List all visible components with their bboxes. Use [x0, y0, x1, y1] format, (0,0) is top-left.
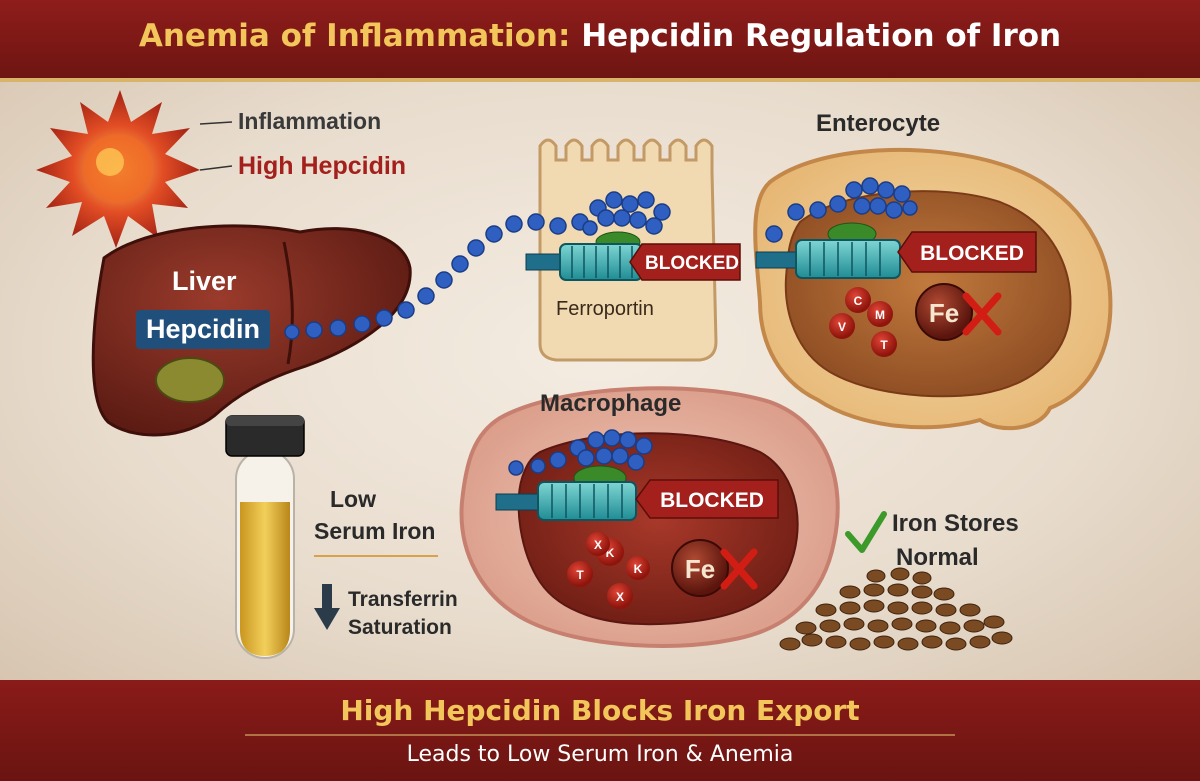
- macrophage-label: Macrophage: [540, 390, 682, 417]
- svg-text:T: T: [576, 568, 584, 582]
- ferroportin-channel-3: [495, 465, 637, 521]
- fe-label-enterocyte: Fe: [929, 298, 959, 328]
- ferroportin-channel-2: [755, 222, 901, 279]
- blocked-label-3: BLOCKED: [660, 489, 764, 512]
- svg-text:T: T: [880, 338, 888, 352]
- blocked-tag-2: BLOCKED: [897, 231, 1037, 273]
- blocked-label-2: BLOCKED: [920, 242, 1024, 265]
- inflammation-label: Inflammation: [238, 108, 382, 134]
- x-mark-icon: [720, 548, 758, 590]
- diagram-stage: BLOCKED BLOCKED BLOCKED C M V T Fe K X T…: [0, 82, 1200, 680]
- footer-headline: High Hepcidin Blocks Iron Export: [340, 694, 860, 727]
- iron-stores-pile-icon: [779, 567, 1013, 651]
- transferrin-label: Transferrin: [348, 588, 458, 611]
- high-hepcidin-pointer: [199, 165, 233, 171]
- macrophage-vesicles: K X T X K: [567, 532, 650, 609]
- footer-divider: [245, 734, 955, 736]
- title-highlight: Anemia of Inflammation:: [138, 18, 571, 54]
- ferroportin-channel-1: [525, 231, 643, 281]
- inflammation-pointer: [199, 121, 233, 125]
- blocked-label-1: BLOCKED: [645, 253, 739, 274]
- blocked-tag-3: BLOCKED: [635, 479, 779, 519]
- footer-subline: Leads to Low Serum Iron & Anemia: [406, 742, 794, 767]
- serum-iron-label: Serum Iron: [314, 518, 436, 544]
- hepcidin-chain: [284, 213, 567, 340]
- diagram-svg: BLOCKED BLOCKED BLOCKED C M V T Fe K X T…: [36, 90, 1113, 659]
- footer-banner: High Hepcidin Blocks Iron Export Leads t…: [0, 680, 1200, 781]
- low-label: Low: [330, 486, 376, 512]
- blood-tube-icon: [225, 415, 305, 659]
- page-title: Anemia of Inflammation: Hepcidin Regulat…: [0, 18, 1200, 54]
- iron-stores-label: Iron Stores: [892, 510, 1019, 537]
- enterocyte-vesicles: C M V T: [829, 287, 897, 357]
- ferroportin-label: Ferroportin: [556, 298, 654, 320]
- down-arrow-icon: [314, 584, 340, 630]
- header-banner: Anemia of Inflammation: Hepcidin Regulat…: [0, 0, 1200, 82]
- svg-text:V: V: [838, 320, 846, 334]
- fe-iron-macrophage-icon: Fe: [671, 539, 758, 597]
- high-hepcidin-label: High Hepcidin: [238, 152, 407, 180]
- fe-iron-enterocyte-icon: Fe: [915, 283, 1002, 341]
- hepcidin-cluster-ferroportin: [571, 191, 671, 236]
- enterocyte-label: Enterocyte: [816, 110, 941, 137]
- check-icon: [845, 511, 887, 553]
- svg-text:K: K: [634, 562, 643, 576]
- fe-label-macrophage: Fe: [685, 554, 715, 584]
- saturation-label: Saturation: [348, 616, 452, 639]
- hepcidin-cluster-enterocyte: [765, 177, 918, 243]
- svg-text:X: X: [616, 590, 624, 604]
- title-rest: Hepcidin Regulation of Iron: [581, 18, 1062, 54]
- inflammation-burst-icon: [36, 90, 200, 248]
- svg-text:C: C: [854, 294, 863, 308]
- svg-text:X: X: [594, 538, 602, 552]
- iron-stores-normal-label: Normal: [896, 544, 979, 571]
- hepcidin-cluster-macrophage: [508, 429, 653, 476]
- blocked-tag-1: BLOCKED: [629, 243, 741, 281]
- svg-text:K: K: [606, 546, 615, 560]
- hepcidin-label: Hepcidin: [136, 310, 271, 349]
- x-mark-icon: [962, 292, 1002, 336]
- liver-label: Liver: [172, 266, 237, 296]
- svg-text:M: M: [875, 308, 885, 322]
